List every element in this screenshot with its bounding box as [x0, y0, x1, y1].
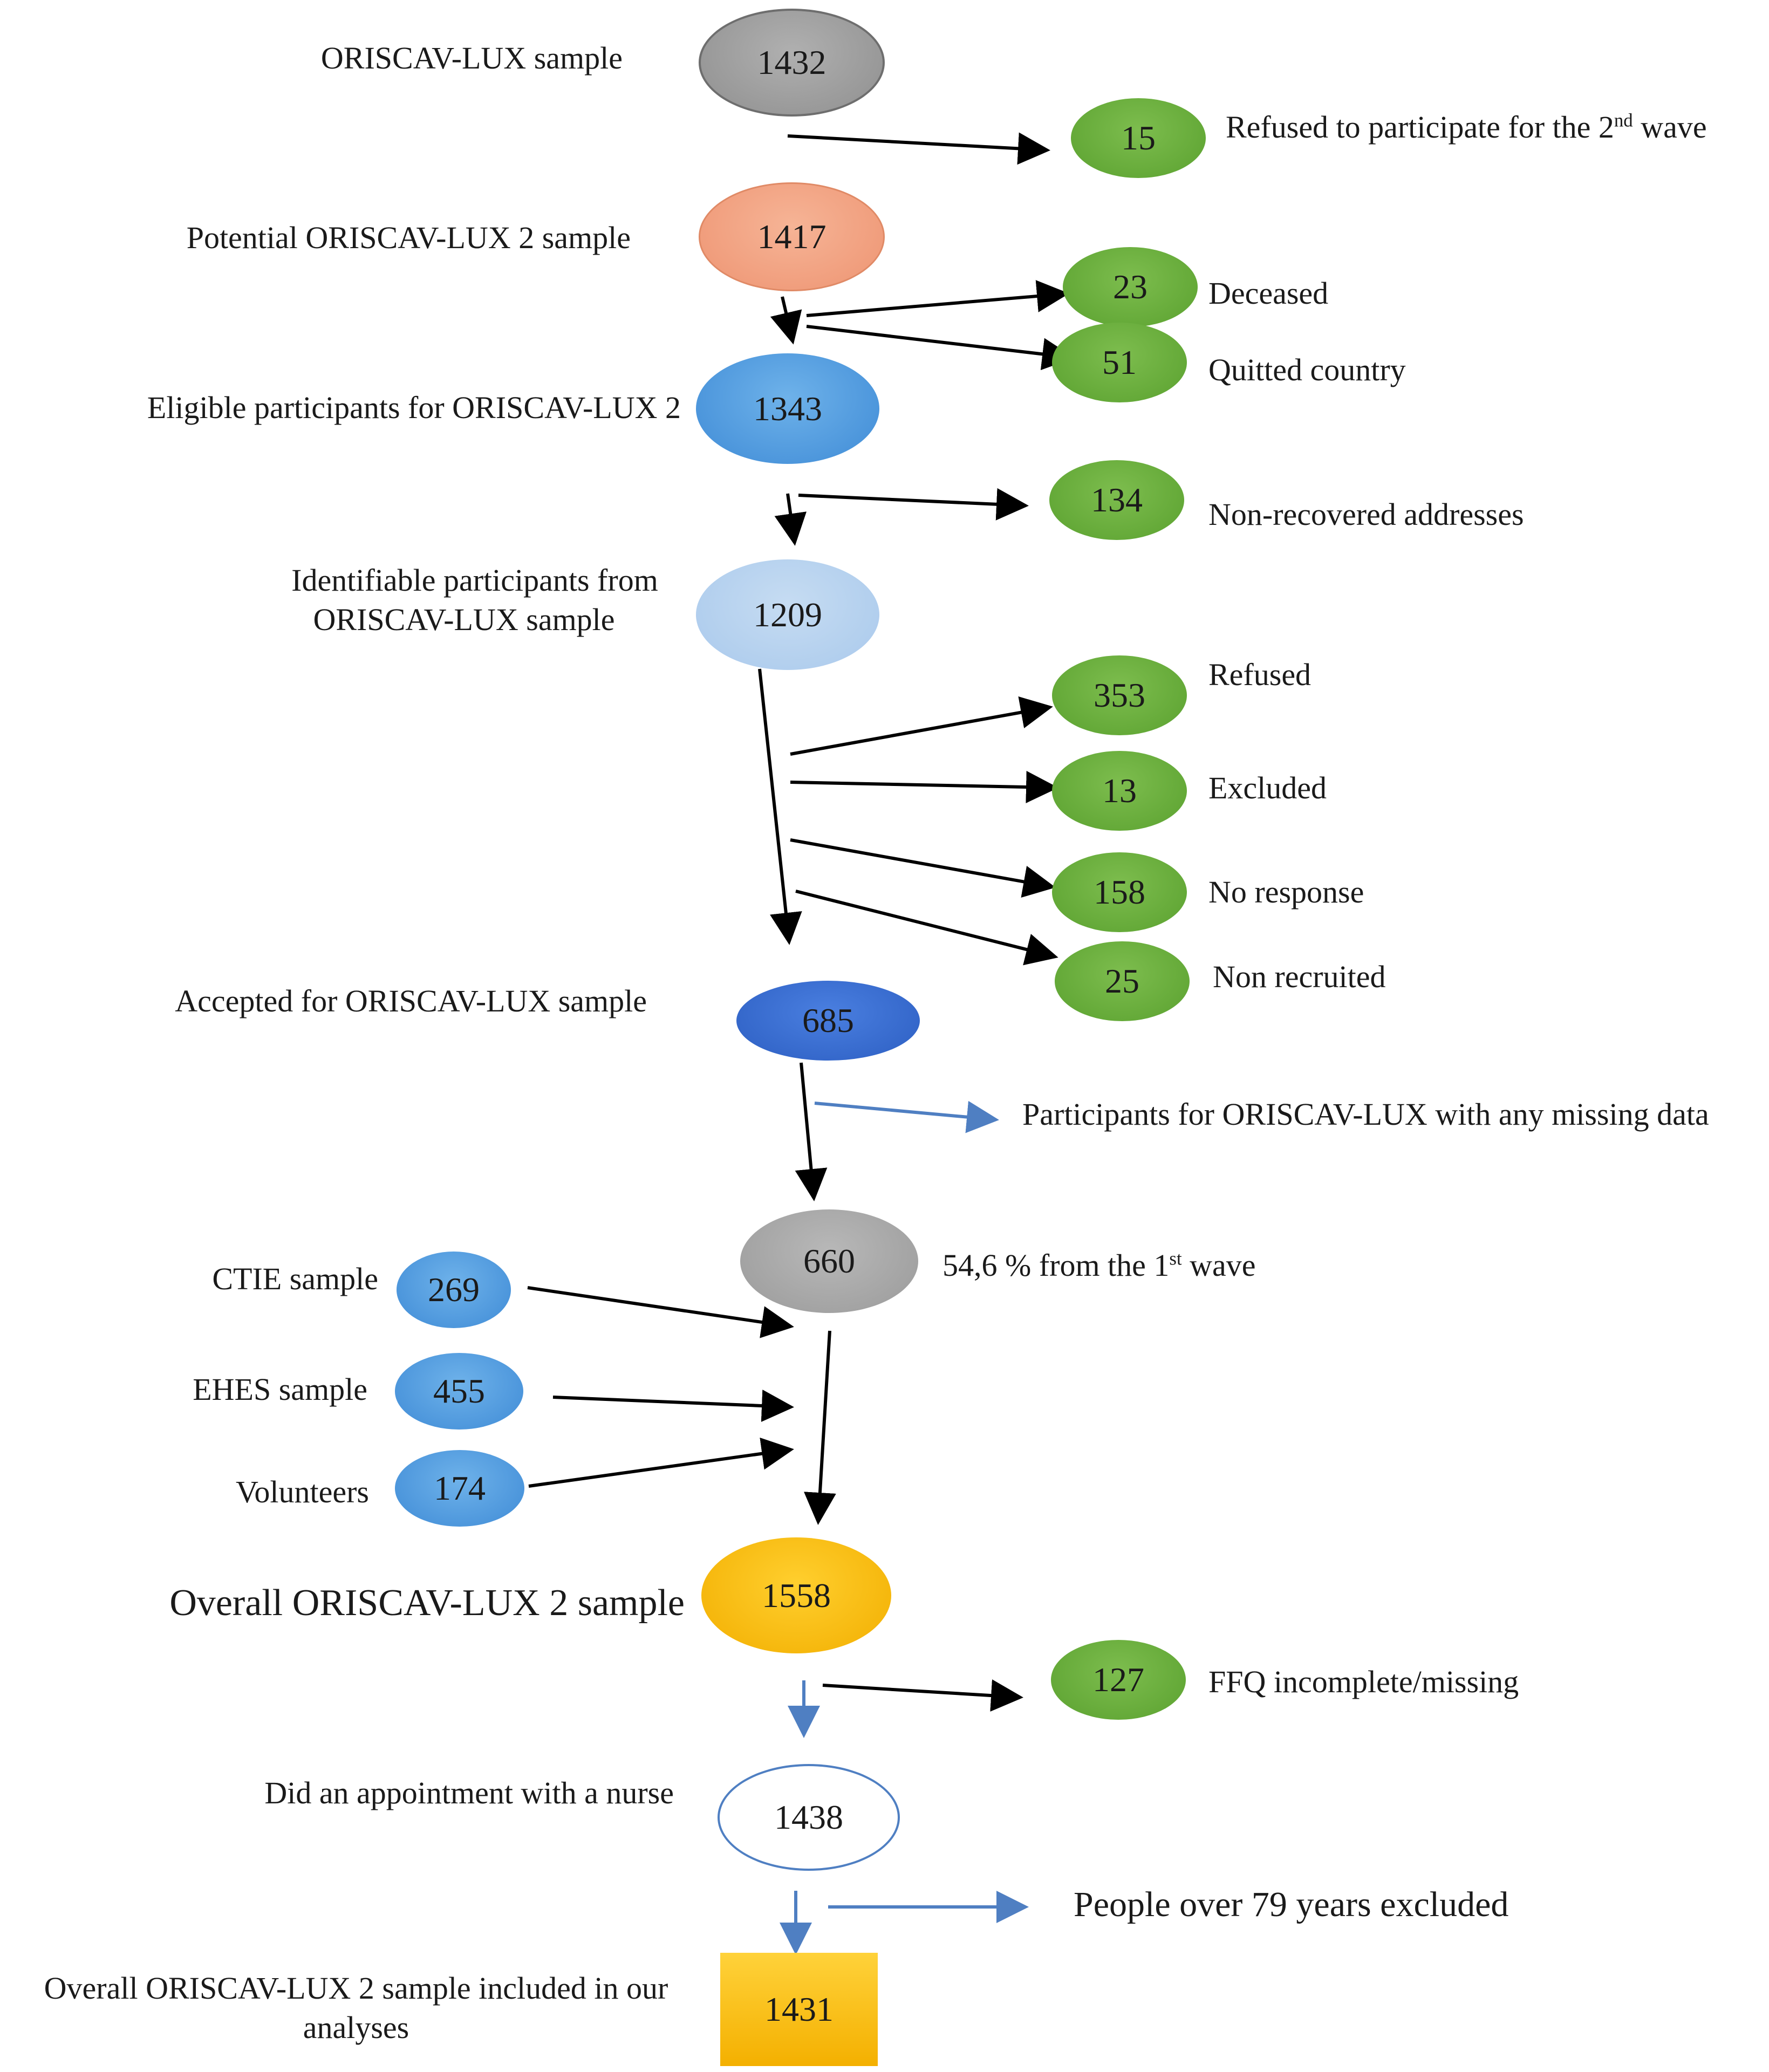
- node-ehes: 455: [395, 1353, 523, 1430]
- label-final-included: Overall ORISCAV-LUX 2 sample included in…: [44, 1971, 668, 2045]
- label-overall-lux2: Overall ORISCAV-LUX 2 sample: [169, 1582, 685, 1624]
- label-wave1-share: 54,6 % from the 1st wave: [942, 1248, 1256, 1283]
- label-quitted-country: Quitted country: [1208, 352, 1406, 387]
- label-potential-lux2: Potential ORISCAV-LUX 2 sample: [186, 220, 631, 255]
- arrow-to-non-recruited: [795, 890, 1058, 966]
- label-nurse: Did an appointment with a nurse: [264, 1775, 674, 1810]
- label-ctie: CTIE sample: [212, 1261, 378, 1296]
- node-eligible: 1343: [696, 353, 879, 464]
- node-volunteers: 174: [395, 1450, 524, 1527]
- arrow-to-accepted: [758, 668, 802, 945]
- node-quitted-country: 51: [1052, 323, 1187, 402]
- arrow-to-refused-2nd-wave: [787, 132, 1050, 165]
- node-non-recovered: 134: [1049, 460, 1184, 540]
- label-oriscav-lux: ORISCAV-LUX sample: [320, 40, 623, 76]
- node-final-included: 1431: [720, 1953, 878, 2066]
- arrow-to-excluded: [790, 771, 1058, 804]
- label-ehes: EHES sample: [193, 1372, 367, 1407]
- arrow-to-quitted-country: [806, 325, 1075, 371]
- node-deceased: 23: [1063, 247, 1198, 327]
- label-non-recruited: Non recruited: [1213, 959, 1386, 994]
- node-no-response: 158: [1052, 852, 1187, 932]
- node-oriscav-lux: 1432: [699, 9, 885, 117]
- node-660: 660: [740, 1209, 918, 1313]
- node-excluded: 13: [1052, 751, 1187, 831]
- node-accepted: 685: [736, 981, 920, 1061]
- label-over79: People over 79 years excluded: [1074, 1885, 1509, 1924]
- arrow-to-no-response: [790, 838, 1056, 898]
- label-ffq: FFQ incomplete/missing: [1208, 1664, 1519, 1699]
- arrow-to-eligible: [770, 296, 802, 345]
- arrow-ctie-to-660: [527, 1286, 794, 1338]
- label-identifiable: Identifiable participants from ORISCAV-L…: [291, 563, 658, 637]
- label-missing-data: Participants for ORISCAV-LUX with any mi…: [1022, 1097, 1709, 1132]
- label-no-response: No response: [1208, 874, 1364, 910]
- label-eligible: Eligible participants for ORISCAV-LUX 2: [147, 390, 681, 425]
- node-potential-lux2: 1417: [699, 182, 885, 291]
- label-volunteers: Volunteers: [235, 1474, 369, 1509]
- node-refused: 353: [1052, 655, 1187, 735]
- node-non-recruited: 25: [1055, 941, 1190, 1021]
- arrow-to-non-recovered: [798, 488, 1029, 521]
- node-refused-2nd-wave: 15: [1071, 98, 1206, 178]
- arrow-to-deceased: [806, 280, 1069, 317]
- arrow-to-identifiable: [774, 493, 807, 546]
- node-ffq: 127: [1051, 1640, 1186, 1720]
- label-non-recovered: Non-recovered addresses: [1208, 497, 1524, 532]
- label-refused: Refused: [1208, 657, 1312, 692]
- label-deceased: Deceased: [1208, 276, 1329, 311]
- arrow-to-overall-lux2: [803, 1330, 836, 1525]
- arrow-to-missing-data: [814, 1100, 999, 1133]
- arrow-to-660: [795, 1062, 828, 1201]
- label-accepted: Accepted for ORISCAV-LUX sample: [175, 983, 647, 1018]
- node-ctie: 269: [397, 1252, 511, 1328]
- label-refused-2nd-wave: Refused to participate for the 2nd wave: [1226, 110, 1707, 145]
- node-identifiable: 1209: [696, 559, 879, 670]
- node-nurse: 1438: [718, 1764, 900, 1871]
- label-excluded: Excluded: [1208, 770, 1327, 805]
- arrow-to-refused: [790, 696, 1053, 756]
- arrow-volunteers-to-660: [528, 1437, 794, 1488]
- arrow-ehes-to-660: [552, 1390, 794, 1422]
- arrow-to-ffq: [822, 1679, 1023, 1712]
- node-overall-lux2: 1558: [701, 1537, 891, 1653]
